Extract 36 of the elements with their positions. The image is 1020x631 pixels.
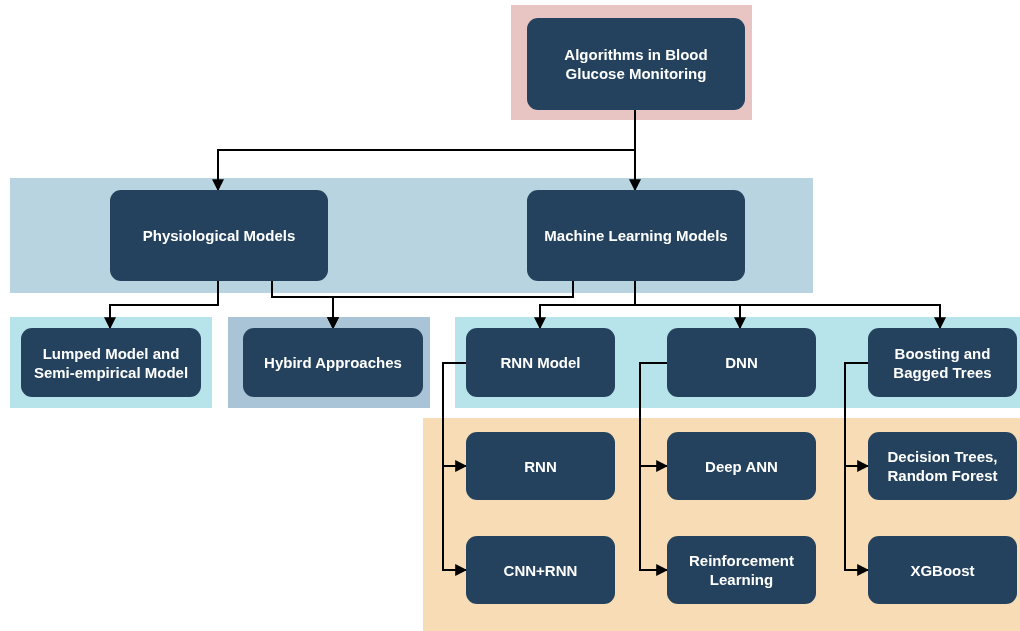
category-box [466, 328, 615, 397]
group-band [511, 5, 752, 120]
category-box [466, 432, 615, 500]
category-box [667, 328, 816, 397]
category-box [243, 328, 423, 397]
category-box [868, 328, 1017, 397]
node-label: RNN Model [500, 353, 581, 372]
category-box [667, 536, 816, 604]
node-label: XGBoost [910, 560, 975, 580]
node-label: Boosting and Bagged Trees [892, 343, 993, 382]
node-label: DNN [725, 353, 758, 372]
node-label: Decision Trees, Random Forest [886, 447, 999, 485]
arrow [104, 280, 219, 330]
group-band [10, 317, 212, 408]
node-label: Lumped Model and Semi-empirical Model [32, 343, 190, 382]
group-band [228, 317, 430, 408]
arrow [327, 280, 574, 330]
category-box [21, 328, 201, 397]
category-box [868, 536, 1017, 604]
category-box [868, 432, 1017, 500]
category-box [527, 18, 745, 110]
group-band [455, 317, 1020, 408]
node-label: Deep ANN [705, 456, 778, 476]
node-label: Algorithms in Blood Glucose Monitoring [563, 45, 709, 83]
node-label: RNN [524, 456, 557, 476]
category-box [527, 190, 745, 281]
node-label: Hybird Approaches [264, 353, 402, 372]
node-label: CNN+RNN [503, 560, 578, 580]
category-box [466, 536, 615, 604]
category-box [110, 190, 328, 281]
node-label: Physiological Models [142, 226, 296, 245]
group-band [10, 178, 813, 293]
category-box [667, 432, 816, 500]
node-label: Reinforcement Learning [688, 551, 795, 589]
group-band [423, 418, 1020, 631]
node-label: Machine Learning Models [544, 226, 728, 245]
